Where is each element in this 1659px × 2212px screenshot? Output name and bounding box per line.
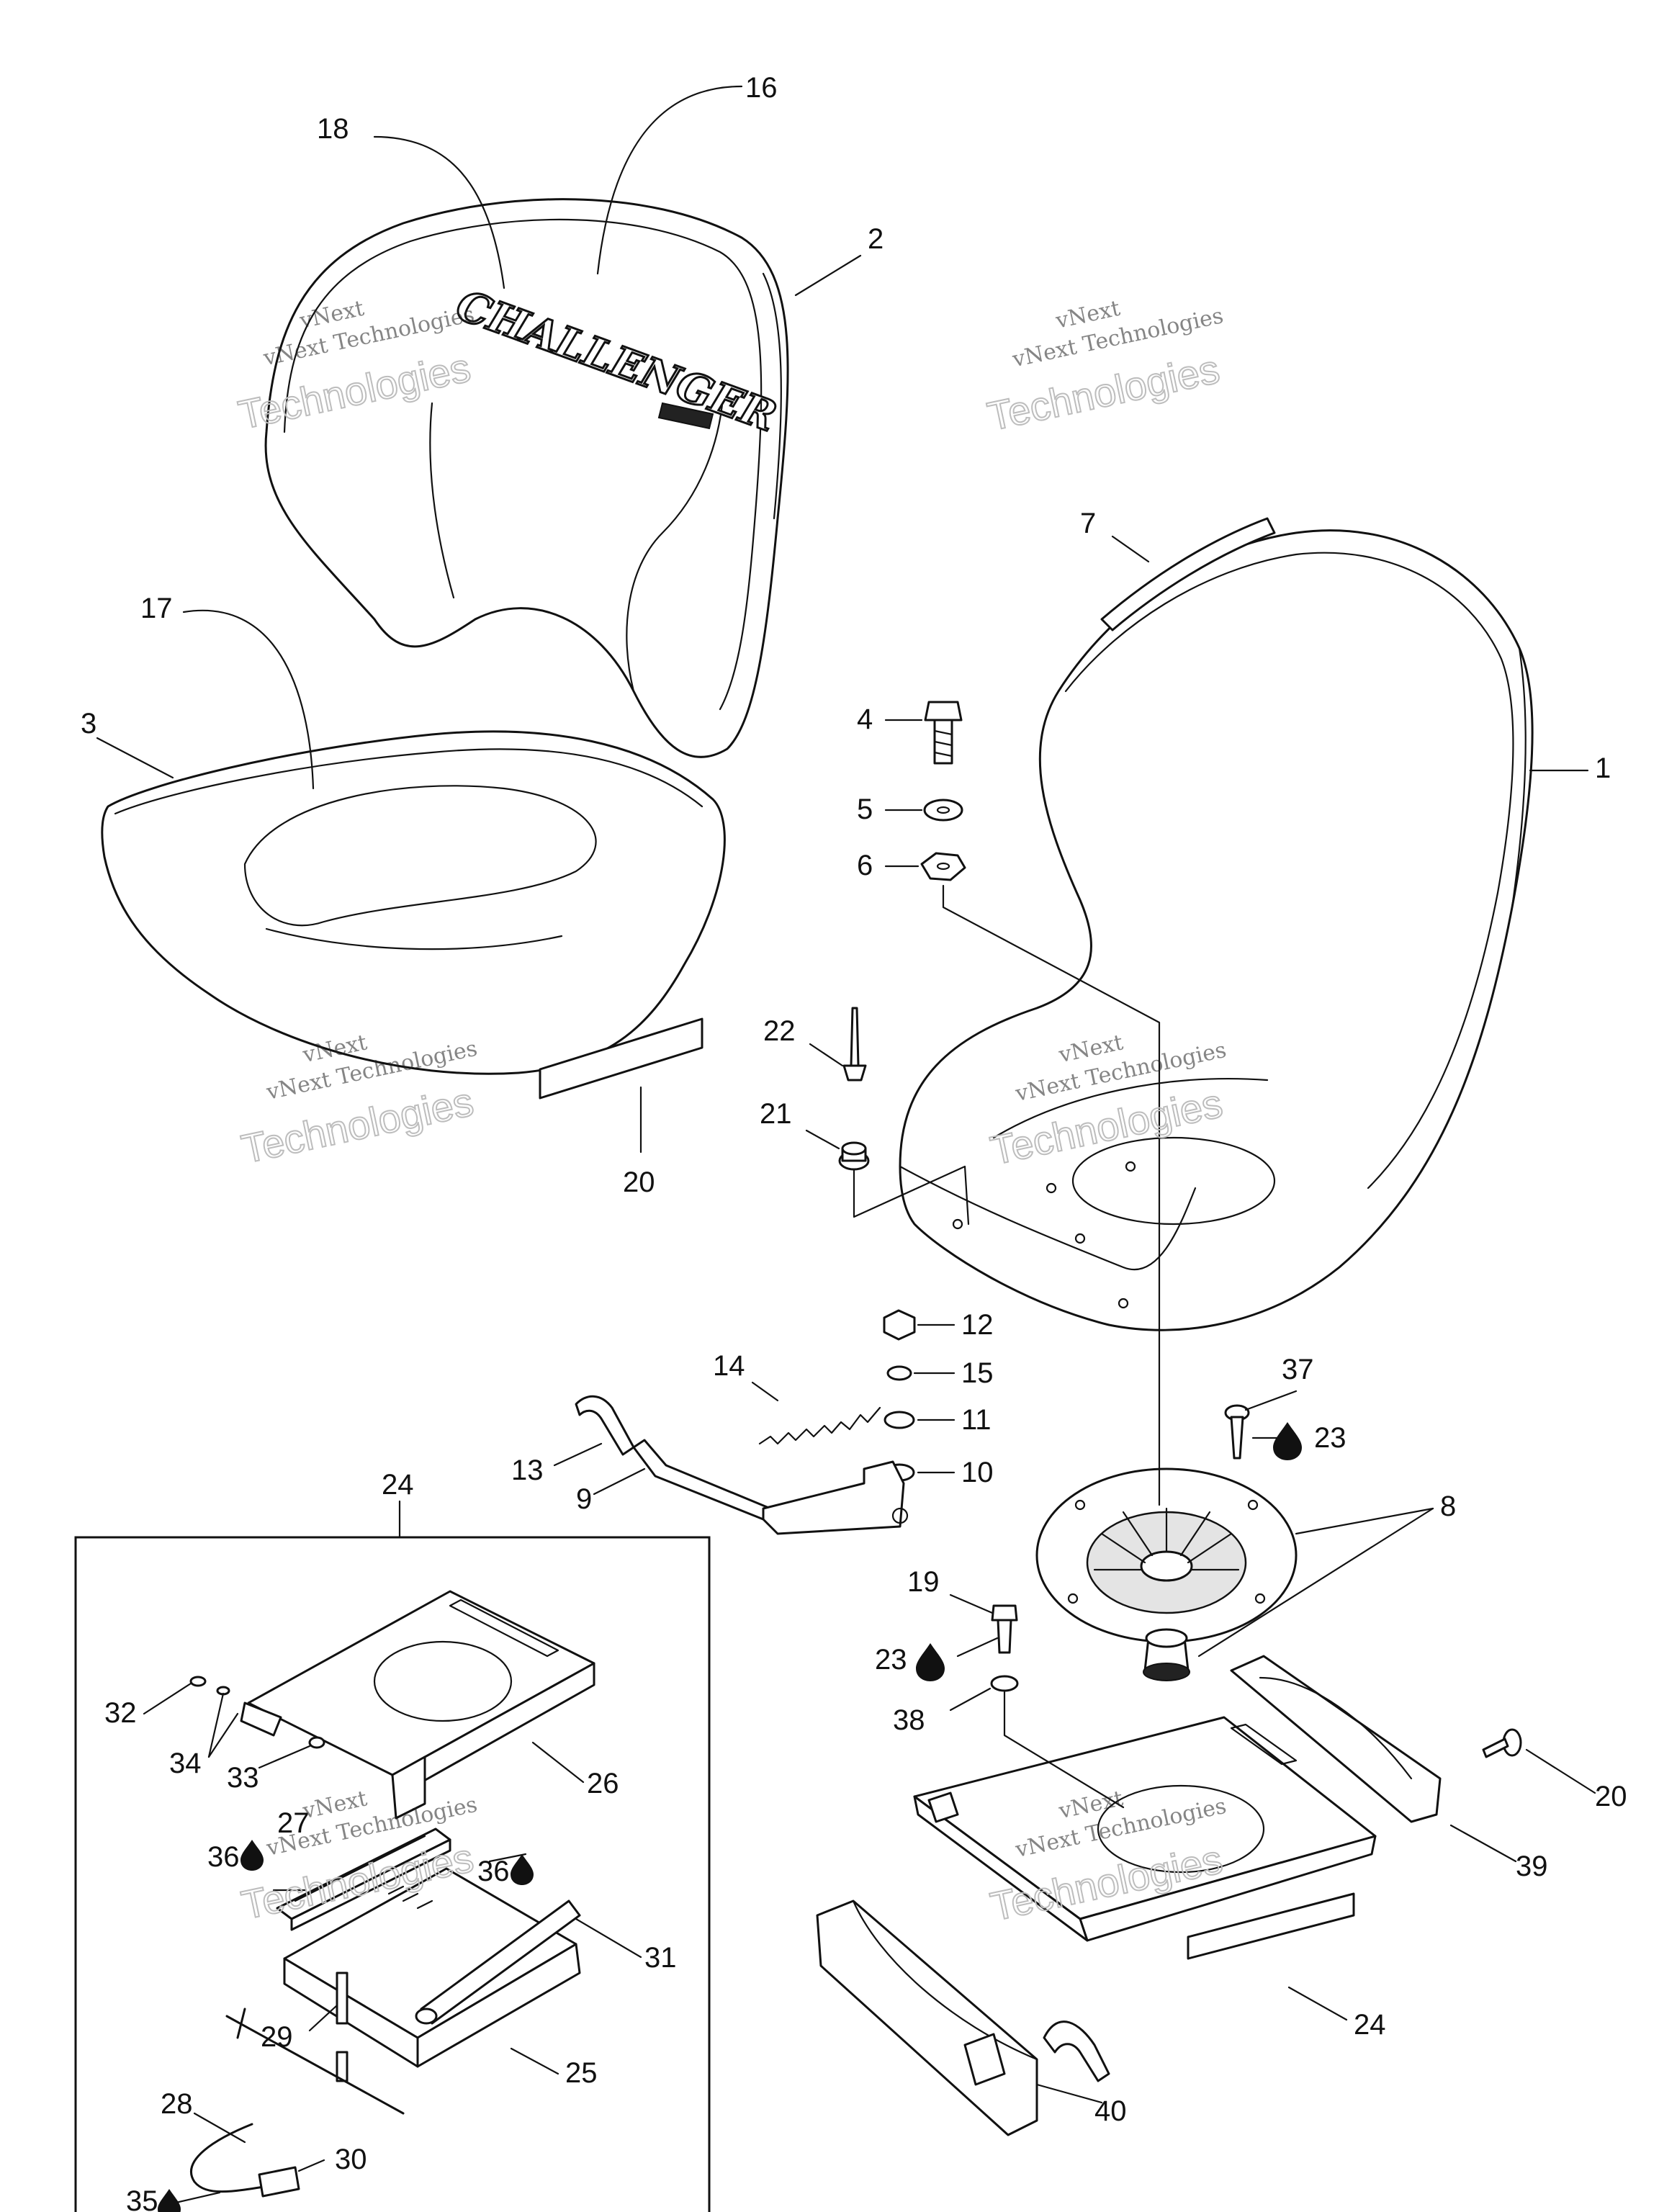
callout-5: 5 [857,793,873,825]
callout-6: 6 [857,850,873,881]
callout-2: 2 [868,223,884,255]
adhesive-drop-icons [158,1422,1302,2212]
callout-27: 27 [277,1807,310,1839]
callout-8: 8 [1440,1491,1456,1522]
callout-7: 7 [1080,508,1096,539]
callout-28: 28 [161,2088,193,2120]
screw-32 [189,1676,207,1687]
callout-12: 12 [961,1309,994,1341]
callout-23a: 23 [1314,1422,1346,1454]
callout-29: 29 [261,2021,293,2053]
drop-icon [158,2189,181,2212]
callout-15: 15 [961,1357,994,1389]
washer-6 [920,852,966,881]
callout-14: 14 [713,1350,745,1382]
bolt-19 [991,1604,1018,1654]
callout-40: 40 [1094,2095,1127,2127]
callout-33: 33 [227,1762,259,1794]
callout-36b: 36 [477,1856,510,1887]
edge-trim [1100,517,1276,631]
callout-22: 22 [763,1015,796,1047]
rail-27 [276,1827,451,1931]
callout-18: 18 [317,113,349,145]
nut-33 [308,1736,325,1749]
drop-icon [511,1854,534,1885]
grip-30 [258,2166,300,2198]
seat-cushion [101,730,726,1075]
fastener-20 [1482,1728,1522,1758]
callout-10: 10 [961,1457,994,1488]
callout-25: 25 [565,2057,598,2089]
callout-26: 26 [587,1768,619,1799]
watermark-2: vNext vNext Technologies Technologies [983,296,1226,440]
release-rod-28 [190,2008,405,2193]
callout-3: 3 [81,708,96,739]
callout-9: 9 [576,1483,592,1515]
screw-37 [1224,1404,1250,1460]
lever-9 [575,1395,909,1535]
callout-30: 30 [335,2144,367,2175]
callout-39: 39 [1516,1851,1548,1882]
drop-icon [240,1840,264,1871]
callout-19: 19 [907,1566,940,1598]
side-cover-40 [816,1899,1038,2136]
callout-24-bottom: 24 [1354,2009,1386,2041]
label-20 [539,1017,703,1100]
slide-assembly-24 [913,1716,1377,1960]
leader-lines [96,85,1596,2205]
bolt-4 [924,701,963,765]
callout-24-top: 24 [382,1469,414,1501]
rivet-22 [842,1007,867,1082]
washer-5 [923,799,963,822]
seat-back-cushion [264,198,789,758]
callout-11: 11 [961,1404,992,1436]
callout-1: 1 [1595,752,1611,784]
callout-37: 37 [1282,1354,1314,1385]
base-plate-25 [283,1867,581,2068]
callout-23b: 23 [875,1644,907,1676]
callout-13: 13 [511,1455,544,1486]
tube-31 [415,1899,581,2025]
callout-34: 34 [169,1748,202,1779]
nut-12 [883,1309,916,1341]
drop-icon [1273,1422,1302,1460]
washer-38 [990,1675,1019,1692]
callout-20-label: 20 [623,1166,655,1198]
washer-11 [884,1411,915,1429]
callout-36a: 36 [207,1841,240,1873]
side-cover-39 [1230,1655,1442,1823]
callout-31: 31 [644,1942,677,1974]
drop-icon [916,1643,945,1681]
swivel-plate-8 [1035,1467,1298,1643]
grommet-21 [838,1141,870,1171]
callout-4: 4 [857,703,873,735]
slide-handle [1043,2020,1110,2082]
callout-17: 17 [140,593,173,624]
pin-29 [336,1972,349,2082]
spring-14 [758,1406,881,1445]
callout-labels: 16 18 2 7 17 3 1 4 5 6 22 21 20 12 15 14… [81,72,1627,2212]
callout-35: 35 [126,2185,158,2212]
callout-20-fastener: 20 [1595,1781,1627,1812]
callout-21: 21 [760,1098,792,1130]
inset-box [74,1536,711,2212]
callout-32: 32 [104,1697,137,1729]
washer-15 [886,1365,912,1381]
swivel-bushing [1143,1628,1190,1681]
top-plate-26 [240,1590,595,1820]
seat-shell [899,529,1534,1331]
callout-38: 38 [893,1704,925,1736]
callout-16: 16 [745,72,778,104]
